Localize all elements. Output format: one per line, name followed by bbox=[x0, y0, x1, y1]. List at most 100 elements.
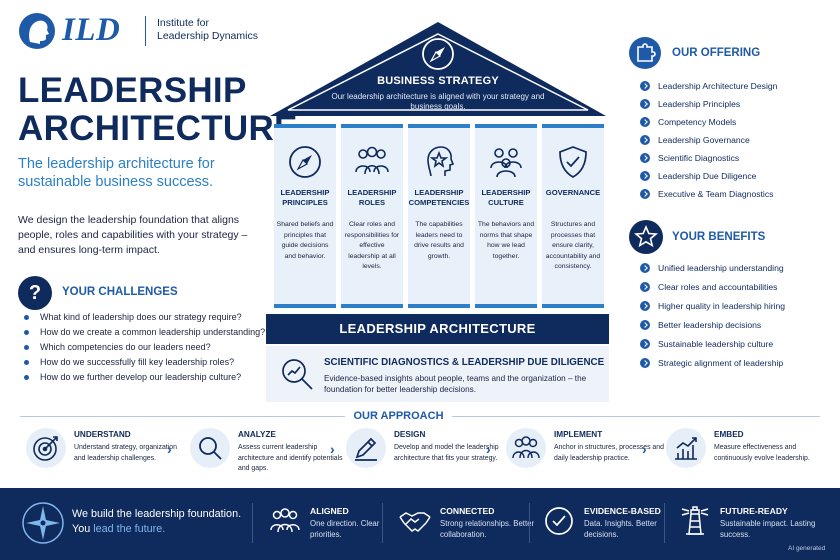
feature-title: CONNECTED bbox=[440, 506, 495, 516]
footer-separator bbox=[382, 503, 383, 543]
bullet-icon bbox=[24, 345, 29, 350]
offering-list: Leadership Architecture Design Leadershi… bbox=[640, 80, 830, 206]
offering-text: Scientific Diagnostics bbox=[658, 153, 740, 163]
chevron-right-icon bbox=[640, 263, 650, 273]
page-title-line1: LEADERSHIP bbox=[18, 71, 247, 110]
benefit-text: Strategic alignment of leadership bbox=[658, 358, 784, 368]
logo-wordmark: ILD bbox=[62, 12, 121, 48]
step-title: DESIGN bbox=[394, 430, 426, 439]
offering-text: Leadership Due Diligence bbox=[658, 171, 757, 181]
tagline-line1: The leadership architecture for bbox=[18, 156, 215, 172]
pencil-icon bbox=[346, 428, 386, 468]
compass-icon bbox=[422, 38, 454, 70]
lighthouse-icon bbox=[678, 504, 712, 538]
offering-item: Scientific Diagnostics bbox=[640, 152, 830, 164]
head-star-icon bbox=[421, 144, 457, 180]
tagline-line2: sustainable business success. bbox=[18, 174, 214, 190]
approach-title: OUR APPROACH bbox=[353, 410, 444, 422]
logo-subtitle-line2: Leadership Dynamics bbox=[157, 30, 258, 42]
benefit-text: Better leadership decisions bbox=[658, 320, 762, 330]
chevron-right-icon bbox=[640, 282, 650, 292]
pillar-bottom-bar bbox=[542, 304, 604, 308]
step-description: Develop and model the leadership archite… bbox=[394, 444, 499, 462]
chevron-right-icon bbox=[640, 153, 650, 163]
footer-slogan-start: You bbox=[72, 523, 94, 535]
approach-divider-left bbox=[20, 416, 345, 417]
pillar-description: Shared beliefs and principles that guide… bbox=[276, 221, 334, 260]
offering-item: Leadership Architecture Design bbox=[640, 80, 830, 92]
offering-item: Executive & Team Diagnostics bbox=[640, 188, 830, 200]
step-title: EMBED bbox=[714, 430, 744, 439]
check-circle-icon bbox=[542, 504, 576, 538]
intro-line2: people, roles and capabilities with your… bbox=[18, 229, 248, 241]
logo-subtitle-line1: Institute for bbox=[157, 17, 209, 29]
offering-text: Executive & Team Diagnostics bbox=[658, 189, 774, 199]
step-description: Anchor in structures, processes and dail… bbox=[554, 444, 664, 462]
logo-head-icon bbox=[18, 12, 56, 50]
footer-separator bbox=[529, 503, 530, 543]
challenge-text: How do we further develop our leadership… bbox=[40, 372, 242, 382]
puzzle-icon bbox=[629, 37, 661, 69]
pillar-competencies: LEADERSHIP COMPETENCIES The capabilities… bbox=[408, 124, 470, 308]
feature-description: Strong relationships. Better collaborati… bbox=[440, 519, 535, 539]
pillar-title: LEADERSHIP PRINCIPLES bbox=[280, 188, 330, 207]
pillar-description: Structures and processes that ensure cla… bbox=[545, 221, 601, 270]
people-icon bbox=[268, 504, 302, 538]
pillar-title: LEADERSHIP ROLES bbox=[347, 188, 397, 207]
pillar-title: GOVERNANCE bbox=[545, 188, 601, 197]
chevron-right-icon bbox=[640, 117, 650, 127]
compass-rose-icon bbox=[20, 500, 66, 546]
feature-description: Data. Insights. Better decisions. bbox=[584, 519, 657, 539]
pillar-governance: GOVERNANCE Structures and processes that… bbox=[542, 124, 604, 308]
benefit-item: Unified leadership understanding bbox=[640, 262, 830, 274]
pillar-description: Clear roles and responsibilities for eff… bbox=[344, 221, 400, 270]
offering-text: Leadership Principles bbox=[658, 99, 741, 109]
page-title: LEADERSHIP ARCHITECTURE bbox=[18, 72, 298, 148]
benefits-list: Unified leadership understanding Clear r… bbox=[640, 262, 830, 376]
footer-slogan: We build the leadership foundation. You … bbox=[72, 507, 241, 537]
star-icon bbox=[629, 220, 663, 254]
chevron-right-icon bbox=[640, 99, 650, 109]
diagnostics-title: SCIENTIFIC DIAGNOSTICS & LEADERSHIP DUE … bbox=[324, 357, 605, 368]
strategy-title: BUSINESS STRATEGY bbox=[377, 75, 499, 87]
page-title-line2: ARCHITECTURE bbox=[18, 109, 298, 148]
offering-item: Leadership Governance bbox=[640, 134, 830, 146]
benefit-item: Better leadership decisions bbox=[640, 319, 830, 331]
offering-text: Leadership Architecture Design bbox=[658, 81, 778, 91]
bullet-icon bbox=[24, 315, 29, 320]
pillar-roles: LEADERSHIP ROLES Clear roles and respons… bbox=[341, 124, 403, 308]
chevron-right-icon bbox=[640, 189, 650, 199]
people-icon bbox=[506, 428, 546, 468]
step-title: ANALYZE bbox=[238, 430, 276, 439]
challenges-list: What kind of leadership does our strateg… bbox=[20, 312, 270, 387]
magnifier-chart-icon bbox=[279, 356, 315, 392]
chevron-right-icon: › bbox=[167, 441, 172, 457]
team-icon bbox=[488, 144, 524, 180]
bullet-icon bbox=[24, 330, 29, 335]
benefit-text: Unified leadership understanding bbox=[658, 263, 784, 273]
pillar-top-bar bbox=[475, 124, 537, 128]
chevron-right-icon bbox=[640, 339, 650, 349]
bullet-icon bbox=[24, 360, 29, 365]
feature-description: One direction. Clear priorities. bbox=[310, 519, 380, 539]
benefit-item: Clear roles and accountabilities bbox=[640, 281, 830, 293]
footer-slogan-accent: lead the future. bbox=[93, 523, 166, 535]
chevron-right-icon bbox=[640, 301, 650, 311]
strategy-roof bbox=[268, 20, 608, 120]
chevron-right-icon bbox=[640, 320, 650, 330]
challenge-item: How do we successfully fill key leadersh… bbox=[20, 357, 270, 368]
step-description: Measure effectiveness and continuously e… bbox=[714, 444, 810, 462]
pillar-title: LEADERSHIP CULTURE bbox=[481, 188, 531, 207]
pillar-description: The behaviors and norms that shape how w… bbox=[477, 221, 535, 260]
pillar-bottom-bar bbox=[274, 304, 336, 308]
pillar-bottom-bar bbox=[408, 304, 470, 308]
footer-separator bbox=[252, 503, 253, 543]
challenge-text: How do we successfully fill key leadersh… bbox=[40, 357, 235, 367]
logo-subtitle: Institute for Leadership Dynamics bbox=[157, 17, 258, 43]
chevron-right-icon bbox=[640, 358, 650, 368]
pillar-top-bar bbox=[542, 124, 604, 128]
diagnostics-box bbox=[266, 346, 609, 402]
intro-line1: We design the leadership foundation that… bbox=[18, 214, 240, 226]
benefit-item: Sustainable leadership culture bbox=[640, 338, 830, 350]
challenge-text: Which competencies do our leaders need? bbox=[40, 342, 211, 352]
